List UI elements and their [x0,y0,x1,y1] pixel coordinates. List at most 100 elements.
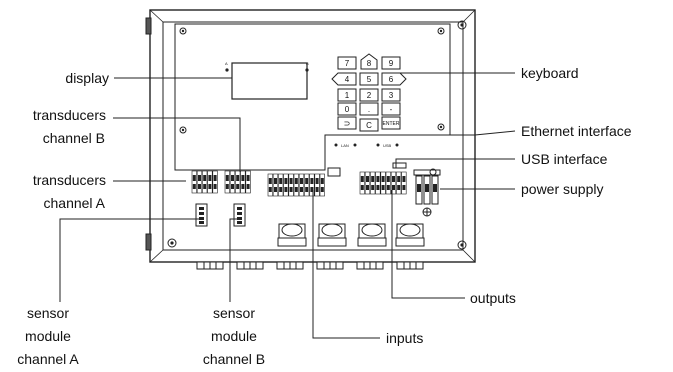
terminal-pin [364,171,371,195]
terminal-pin [235,170,241,194]
input-terminals-upper [267,173,325,197]
terminal-pin [298,173,305,197]
key-c[interactable] [359,118,379,132]
cable-gland [395,223,425,247]
label-keyboard: keyboard [521,65,579,81]
key-0-label: 0 [345,105,350,114]
key-1-label: 1 [345,91,350,100]
cable-gland [317,223,347,247]
key-dot[interactable] [359,102,379,116]
terminal-pin [240,170,246,194]
terminal-pin [191,170,197,194]
display-led-b-label: B [306,61,309,66]
key-4-label: 4 [345,75,350,84]
key-enter-label: ENTER [383,121,400,127]
cable-gland [277,223,307,247]
transducer-a-terminals [191,170,218,194]
gland-nut [276,261,304,270]
label-display: display [65,70,109,86]
display-led-b [305,68,309,72]
terminal-pin [293,173,299,197]
display-led-a-label: A [225,61,228,66]
label-sensor-b-line2: module [211,328,257,344]
terminal-pin [245,170,251,194]
key-1[interactable] [337,88,357,102]
terminal-blocks [191,170,407,197]
label-transducers-b-line1: transducers [33,107,106,123]
gland-nut [396,261,424,270]
terminal-pin [267,173,273,197]
key-6[interactable] [381,72,407,86]
sensor-connector-pins [199,207,242,224]
cable-glands [277,223,425,247]
terminal-pin [224,170,230,194]
key-c-label: C [366,121,372,130]
hinge-top [145,17,152,35]
status-leds: LAN USB [334,143,399,148]
label-sensor-b-line3: channel B [203,351,265,367]
hinge-bottom [145,233,152,251]
key-3-label: 3 [389,91,394,100]
display-screen [231,62,308,100]
key-4[interactable] [331,72,357,86]
label-inputs: inputs [386,330,423,346]
label-sensor-a-line1: sensor [27,305,69,321]
gland-nut [236,261,264,270]
terminal-pin [359,171,365,195]
label-transducers-b-line2: channel B [43,130,105,146]
key-7[interactable] [337,56,357,70]
usb-port [392,162,407,169]
terminal-pin [202,170,208,194]
gland-nut [316,261,344,270]
terminal-pin [212,170,218,194]
key-7-label: 7 [345,59,350,68]
key-5[interactable] [359,72,379,86]
bottom-gland-nuts [196,261,424,270]
label-sensor-a-line3: channel A [17,351,79,367]
key-back-label: ⊃ [344,119,351,128]
key-5-label: 5 [367,75,372,84]
gland-nut [356,261,384,270]
terminal-pin [309,173,315,197]
key-2[interactable] [359,88,379,102]
terminal-pin [375,171,381,195]
keypad: 7 8 9 4 5 6 1 2 3 0 . - ⊃ C ENTER [331,53,407,132]
key-9-label: 9 [389,59,394,68]
key-3[interactable] [381,88,401,102]
terminal-pin [288,173,294,197]
panel-screws [179,27,445,134]
terminal-pin [319,173,325,197]
key-minus-label: - [390,105,393,114]
cable-gland [357,223,387,247]
transducer-b-terminals [224,170,251,194]
key-6-label: 6 [389,75,394,84]
terminal-pin [304,173,310,197]
leader-lines [59,72,516,339]
key-0[interactable] [337,102,357,116]
terminal-pin [390,171,397,195]
key-enter[interactable] [381,116,401,130]
status-lan-label: LAN [341,143,349,148]
key-back[interactable] [337,116,357,130]
label-outputs: outputs [470,290,516,306]
label-sensor-b-line1: sensor [213,305,255,321]
output-terminals [359,171,407,195]
label-transducers-a-line1: transducers [33,172,106,188]
terminal-pin [272,173,279,197]
power-supply-block [413,168,441,217]
terminal-pin [370,171,376,195]
label-power: power supply [521,181,604,197]
enclosure-screws [167,20,467,250]
gland-nut [196,261,224,270]
terminal-pin [385,171,391,195]
label-transducers-a-line2: channel A [44,195,106,211]
status-usb-label: USB [383,143,392,148]
terminal-pin [314,173,320,197]
label-ethernet: Ethernet interface [521,123,632,139]
label-usb: USB interface [521,151,608,167]
display-led-a [225,68,229,72]
key-9[interactable] [381,56,401,70]
key-8[interactable] [360,53,378,70]
key-minus[interactable] [381,102,401,116]
